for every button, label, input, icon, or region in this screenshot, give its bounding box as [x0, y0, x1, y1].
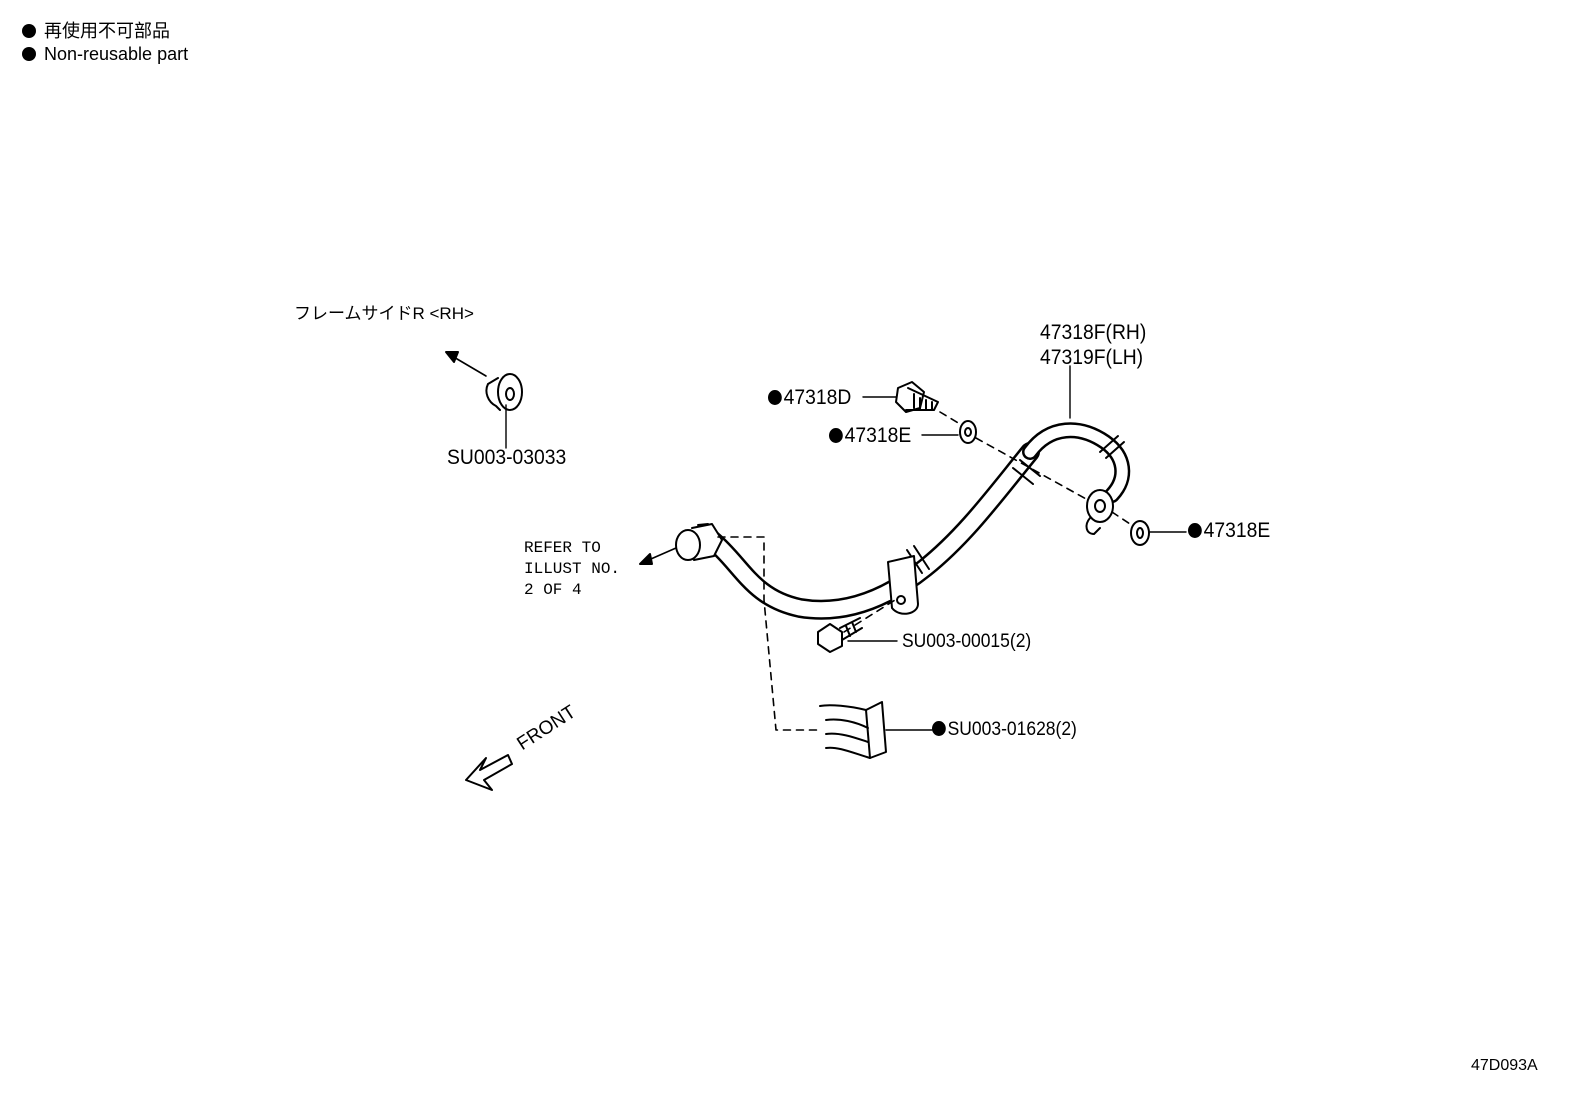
refer-line-2: ILLUST NO. [524, 560, 621, 578]
brake-hose [702, 422, 1131, 620]
legend-jp: 再使用不可部品 [22, 22, 170, 40]
hose-end-fitting [675, 523, 723, 561]
label-su003-00015: SU003-00015(2) [902, 631, 1032, 652]
label-47318e-lower-text: 47318E [1203, 519, 1271, 542]
hose-bracket [887, 555, 919, 615]
label-47318d-text: 47318D [783, 386, 852, 409]
refer-line-1: REFER TO [524, 539, 601, 557]
filled-circle-icon [22, 24, 36, 38]
clip-su003-03033 [485, 373, 523, 411]
filled-circle-icon [22, 47, 36, 61]
banjo-fitting [1085, 489, 1114, 535]
filled-circle-icon [1188, 523, 1202, 538]
label-47318e-upper: 47318E [829, 425, 911, 446]
label-su003-01628-text: SU003-01628(2) [947, 719, 1077, 740]
refer-line-3: 2 OF 4 [524, 581, 582, 599]
washer-47318e-lower [1130, 520, 1150, 546]
legend-jp-text: 再使用不可部品 [44, 21, 170, 41]
label-47318d: 47318D [768, 387, 851, 408]
clip-su003-01628 [819, 701, 887, 759]
label-47318e-upper-text: 47318E [844, 424, 912, 447]
label-47318e-lower: 47318E [1188, 520, 1270, 541]
legend-en-text: Non-reusable part [44, 44, 189, 64]
label-frame-side: フレームサイドR <RH> [294, 304, 474, 323]
label-su003-01628: SU003-01628(2) [932, 720, 1077, 739]
label-47318f-rh: 47318F(RH) [1040, 321, 1147, 344]
label-refer-illust: REFER TO ILLUST NO. 2 OF 4 [524, 538, 620, 601]
front-arrow-icon [465, 754, 513, 791]
arrow-refer-illust [639, 547, 677, 565]
diagram-code: 47D093A [1471, 1057, 1538, 1074]
arrow-frame-side [445, 351, 487, 377]
legend-en: Non-reusable part [22, 45, 188, 63]
bolt-47318d [895, 381, 939, 413]
bolt-su003-00015 [817, 617, 863, 653]
filled-circle-icon [768, 390, 782, 405]
washer-47318e-upper [959, 420, 977, 444]
filled-circle-icon [932, 721, 946, 736]
filled-circle-icon [829, 428, 843, 443]
label-su003-03033: SU003-03033 [447, 446, 567, 469]
label-47319f-lh: 47319F(LH) [1040, 346, 1144, 369]
